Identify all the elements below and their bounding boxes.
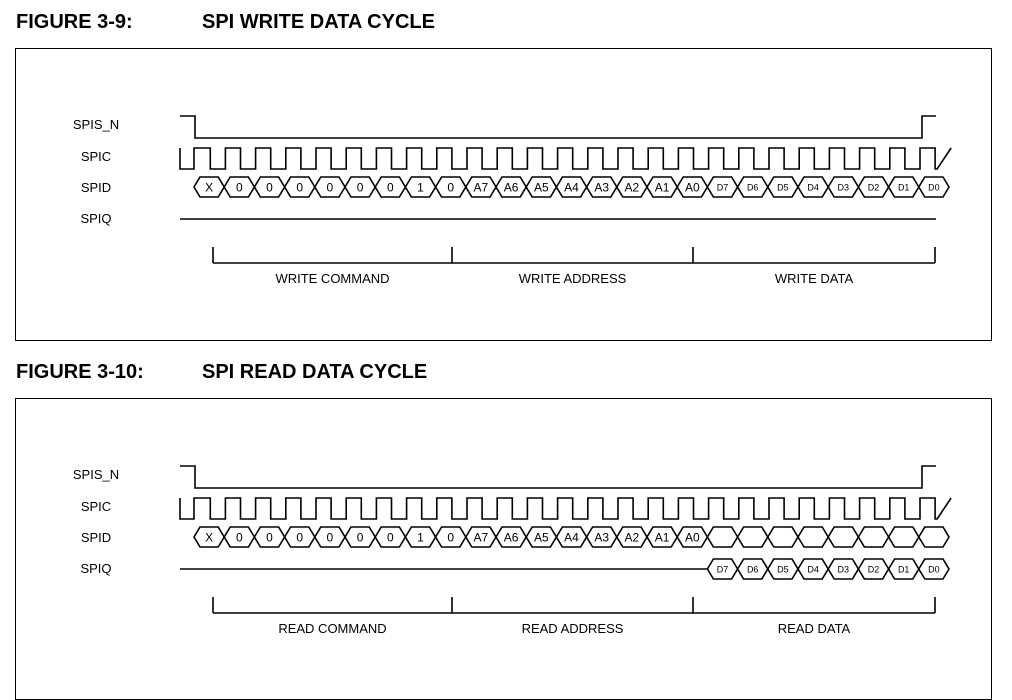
spid-bus [193, 176, 950, 198]
spid-cell-label: 0 [266, 531, 273, 545]
signal-label-spic: SPIC [81, 499, 111, 514]
signal-label-spid: SPID [81, 180, 111, 195]
waveforms [179, 465, 952, 614]
spid-cell-label: 0 [447, 181, 454, 195]
spid-cell [827, 526, 860, 548]
spid-cell-label: D7 [717, 183, 729, 193]
signal-label-spid: SPID [81, 530, 111, 545]
spid-cell-label: D4 [807, 183, 819, 193]
spid-cell-label: D5 [777, 183, 789, 193]
section-bracket [212, 597, 936, 614]
spid-cell-label: A1 [655, 531, 670, 545]
spic-clock-waveform [179, 147, 952, 170]
spid-cell-label: D1 [898, 183, 910, 193]
spiq-cell-label: D1 [898, 565, 910, 575]
section-label-write-data: WRITE DATA [775, 271, 854, 286]
figure-number: FIGURE 3-10: [16, 361, 144, 383]
spid-cell-label: A6 [504, 181, 519, 195]
signal-label-spis-n: SPIS_N [73, 467, 119, 482]
figure-3-10-heading: FIGURE 3-10: SPI READ DATA CYCLE [16, 362, 427, 382]
figure-title: SPI WRITE DATA CYCLE [202, 11, 435, 33]
spiq-cell-label: D2 [868, 565, 880, 575]
spid-cell-label: 1 [417, 181, 424, 195]
spi-read-timing-diagram: SPIS_N SPIC SPID SPIQ X 0 0 0 0 0 0 1 0 A7 A6 A5 A4 A3 A2 A… [15, 398, 992, 700]
spid-cell-label: A3 [594, 181, 609, 195]
spid-cell-label: A4 [564, 531, 579, 545]
spid-cell-label: 0 [387, 531, 394, 545]
spid-cell [706, 526, 739, 548]
spid-cell [887, 526, 920, 548]
section-bracket [212, 247, 936, 264]
signal-label-spis-n: SPIS_N [73, 117, 119, 132]
signal-label-spic: SPIC [81, 149, 111, 164]
spid-cell-label: 0 [296, 181, 303, 195]
spid-cell-label: D0 [928, 183, 940, 193]
timing-diagram-canvas: SPIS_N SPIC SPID SPIQ X 0 0 0 0 0 0 1 0 A7 A6 A5 A4 A3 A2 A… [73, 465, 952, 636]
spid-cell-label: A4 [564, 181, 579, 195]
signal-label-spiq: SPIQ [80, 561, 111, 576]
section-label-write-address: WRITE ADDRESS [519, 271, 627, 286]
spid-bus [193, 526, 950, 548]
spic-clock-waveform [179, 497, 952, 520]
spid-cell-label: A7 [474, 531, 489, 545]
signal-label-spiq: SPIQ [80, 211, 111, 226]
spid-cell-label: A7 [474, 181, 489, 195]
section-label-read-data: READ DATA [778, 621, 851, 636]
spi-write-timing-diagram: SPIS_N SPIC SPID SPIQ X 0 0 0 0 0 0 1 0 A7 A6 A5 A4 A3 A2 A… [15, 48, 992, 341]
spid-cell-label: X [205, 181, 213, 195]
spid-cell-label: X [205, 531, 213, 545]
figure-3-9-heading: FIGURE 3-9: SPI WRITE DATA CYCLE [16, 12, 435, 32]
spid-cell-label: A5 [534, 531, 549, 545]
spid-cell-label: 0 [236, 181, 243, 195]
spiq-cell-label: D3 [838, 565, 850, 575]
waveforms [179, 115, 952, 264]
spid-cell-label: 1 [417, 531, 424, 545]
spid-cell-label: A0 [685, 531, 700, 545]
spid-cell-label: 0 [266, 181, 273, 195]
spiq-cell-label: D4 [807, 565, 819, 575]
spid-cell [797, 526, 830, 548]
spid-cell-label: D3 [838, 183, 850, 193]
section-label-write-command: WRITE COMMAND [275, 271, 389, 286]
spid-cell-label: A0 [685, 181, 700, 195]
figure-title: SPI READ DATA CYCLE [202, 361, 428, 383]
spid-cell-label: 0 [327, 181, 334, 195]
spid-cell-label: D6 [747, 183, 759, 193]
spiq-bus [706, 558, 950, 580]
spid-cell-label: A6 [504, 531, 519, 545]
spid-cell-label: A2 [625, 531, 640, 545]
figure-number: FIGURE 3-9: [16, 11, 133, 33]
spid-cell [736, 526, 769, 548]
spiq-cell-label: D7 [717, 565, 729, 575]
spid-cell [766, 526, 799, 548]
spiq-cell-label: D0 [928, 565, 940, 575]
spid-cell-label: 0 [387, 181, 394, 195]
spid-cell [917, 526, 950, 548]
section-label-read-command: READ COMMAND [278, 621, 386, 636]
spid-cell-label: 0 [236, 531, 243, 545]
spid-cell-label: D2 [868, 183, 880, 193]
spis-n-waveform [180, 115, 936, 139]
spiq-cell [917, 558, 950, 580]
spid-cell-label: 0 [357, 181, 364, 195]
timing-diagram-canvas: SPIS_N SPIC SPID SPIQ X 0 0 0 0 0 0 1 0 A7 A6 A5 A4 A3 A2 A… [73, 115, 952, 286]
spid-cell [857, 526, 890, 548]
spid-cell-label: A1 [655, 181, 670, 195]
section-label-read-address: READ ADDRESS [522, 621, 624, 636]
spiq-cell-label: D5 [777, 565, 789, 575]
spid-cell-label: 0 [447, 531, 454, 545]
spid-cell [917, 176, 950, 198]
spid-cell-label: A2 [625, 181, 640, 195]
spid-cell-label: 0 [327, 531, 334, 545]
spid-cell-label: A5 [534, 181, 549, 195]
spid-cell-label: 0 [357, 531, 364, 545]
spid-cell-label: A3 [594, 531, 609, 545]
spis-n-waveform [180, 465, 936, 489]
spiq-cell-label: D6 [747, 565, 759, 575]
spid-cell-label: 0 [296, 531, 303, 545]
